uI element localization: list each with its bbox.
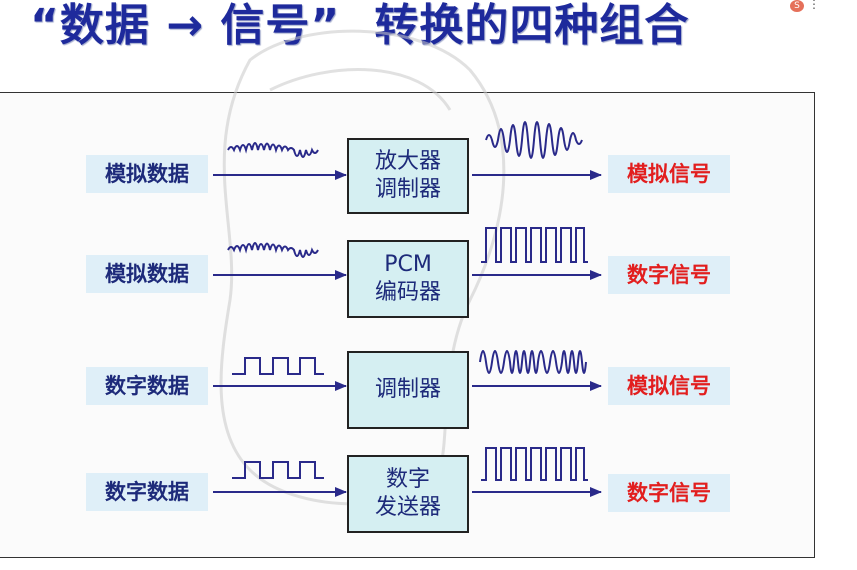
output-wave-analog-1 <box>485 121 583 159</box>
output-wave-digital-2 <box>481 227 588 263</box>
converter-box-2-line-2: 编码器 <box>374 280 441 305</box>
row-2-connectors <box>213 227 602 280</box>
converter-box-1-line-2: 调制器 <box>374 177 441 202</box>
converter-box-1: 放大器 调制器 <box>347 138 469 214</box>
input-wave-analog-2 <box>227 242 319 258</box>
output-wave-modulated-3 <box>479 350 587 374</box>
output-label-4: 数字信号 <box>608 474 730 512</box>
converter-box-3: 调制器 <box>347 351 469 429</box>
output-label-1: 模拟信号 <box>608 155 730 193</box>
output-label-3: 模拟信号 <box>608 367 730 405</box>
converter-box-2: PCM 编码器 <box>347 240 469 318</box>
input-label-1: 模拟数据 <box>86 155 208 193</box>
input-label-4: 数字数据 <box>86 473 208 511</box>
converter-box-2-line-1: PCM <box>384 252 432 277</box>
more-options-icon[interactable]: ⋮ <box>808 0 820 11</box>
converter-box-4: 数字 发送器 <box>347 455 469 533</box>
app-badge-icon[interactable]: S <box>790 0 804 12</box>
converter-box-3-line-1: 调制器 <box>374 377 441 402</box>
converter-box-4-line-1: 数字 <box>385 467 430 492</box>
input-label-3: 数字数据 <box>86 367 208 405</box>
input-wave-digital-3 <box>232 357 324 375</box>
input-label-2: 模拟数据 <box>86 255 208 293</box>
row-4-connectors <box>213 447 602 497</box>
row-1-connectors <box>213 121 602 180</box>
page-title: “数据 → 信号”转换的四种组合 <box>30 0 790 58</box>
converter-box-1-line-1: 放大器 <box>374 149 441 174</box>
row-3-connectors <box>213 350 602 391</box>
input-wave-analog-1 <box>227 142 319 158</box>
title-part-data-to-signal: “数据 → 信号” <box>30 0 341 51</box>
input-wave-digital-4 <box>232 461 324 479</box>
output-wave-digital-4 <box>481 447 588 481</box>
converter-box-4-line-2: 发送器 <box>374 495 441 520</box>
output-label-2: 数字信号 <box>608 256 730 294</box>
